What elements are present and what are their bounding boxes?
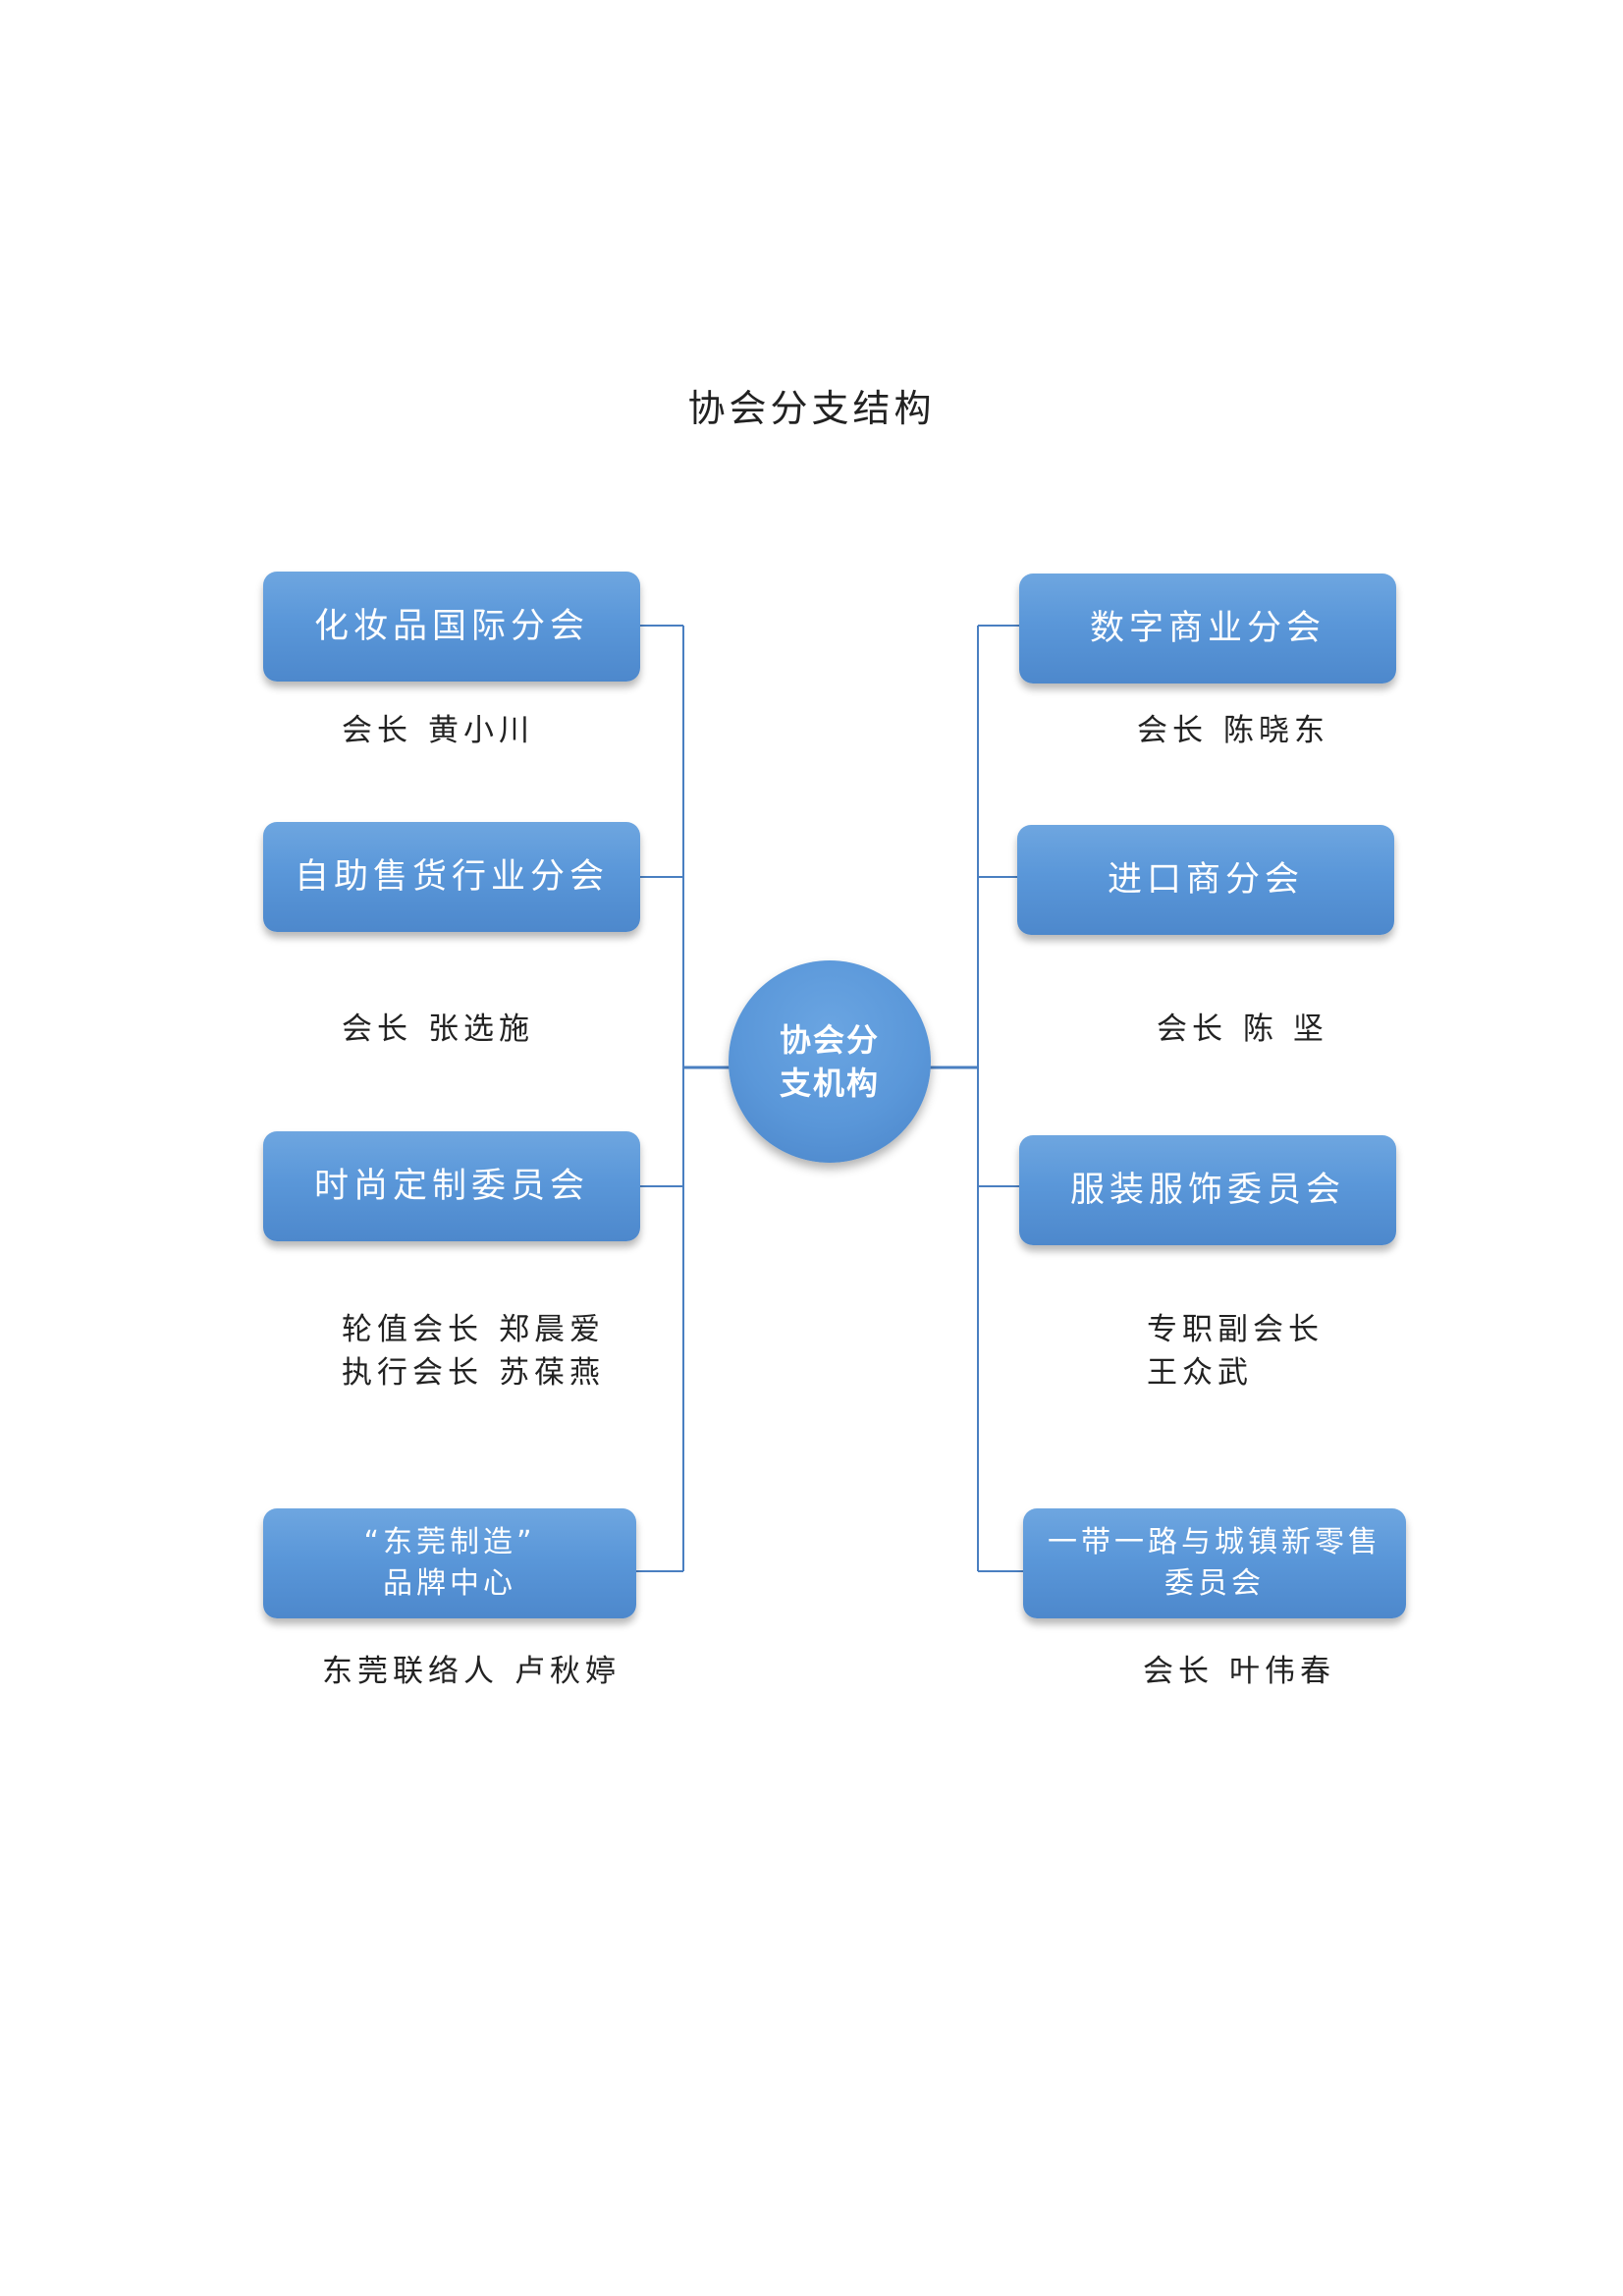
leader-apparel-accessories-person: 王众武	[1147, 1351, 1253, 1394]
branch-label: 进口商分会	[1107, 860, 1304, 900]
branch-apparel-accessories[interactable]: 服装服饰委员会	[1019, 1135, 1396, 1245]
branch-label-line1: “东莞制造”	[363, 1525, 536, 1559]
leader-role: 东莞联络人	[322, 1654, 499, 1689]
leader-fashion-customization-executive: 执行会长苏葆燕	[342, 1351, 605, 1394]
leader-digital-commerce: 会长陈晓东	[1137, 709, 1329, 752]
leader-role: 专职副会长	[1147, 1312, 1324, 1347]
branch-label: 服装服饰委员会	[1069, 1171, 1345, 1210]
leader-person: 黄小川	[428, 713, 534, 748]
leader-person: 陈晓东	[1223, 713, 1329, 748]
leader-role: 会长	[342, 1011, 412, 1047]
branch-digital-commerce[interactable]: 数字商业分会	[1019, 574, 1396, 683]
leader-role: 会长	[1137, 713, 1208, 748]
leader-person: 郑晨爱	[499, 1312, 605, 1347]
center-node-branch-organizations[interactable]: 协会分 支机构	[729, 960, 931, 1163]
leader-belt-road-new-retail: 会长叶伟春	[1143, 1650, 1335, 1693]
leader-cosmetics-international: 会长黄小川	[342, 709, 534, 752]
leader-person: 陈 坚	[1243, 1011, 1328, 1047]
branch-belt-road-new-retail[interactable]: 一带一路与城镇新零售 委员会	[1023, 1508, 1406, 1618]
branch-label: 自助售货行业分会	[294, 857, 609, 897]
leader-person: 叶伟春	[1229, 1654, 1335, 1689]
branch-importers[interactable]: 进口商分会	[1017, 825, 1394, 935]
leader-role: 会长	[1157, 1011, 1227, 1047]
leader-role: 轮值会长	[342, 1312, 483, 1347]
leader-fashion-customization-rotating: 轮值会长郑晨爱	[342, 1308, 605, 1351]
center-node-label-line2: 支机构	[779, 1065, 880, 1102]
branch-label: 数字商业分会	[1089, 609, 1325, 648]
branch-fashion-customization[interactable]: 时尚定制委员会	[263, 1131, 640, 1241]
leader-person: 张选施	[428, 1011, 534, 1047]
leader-dongguan-brand-center: 东莞联络人卢秋婷	[322, 1650, 621, 1693]
page-title: 协会分支结构	[687, 387, 936, 430]
center-node-label-line1: 协会分	[779, 1021, 880, 1059]
branch-cosmetics-international[interactable]: 化妆品国际分会	[263, 572, 640, 682]
branch-label-line2: 品牌中心	[383, 1566, 516, 1601]
leader-importers: 会长陈 坚	[1157, 1008, 1328, 1051]
branch-label: 化妆品国际分会	[313, 607, 589, 646]
leader-person: 苏葆燕	[499, 1355, 605, 1391]
branch-label-line2: 委员会	[1164, 1566, 1265, 1601]
leader-person: 王众武	[1147, 1355, 1253, 1391]
leader-role: 会长	[1143, 1654, 1214, 1689]
leader-role: 会长	[342, 713, 412, 748]
branch-label: 时尚定制委员会	[313, 1167, 589, 1206]
leader-role: 执行会长	[342, 1355, 483, 1391]
branch-vending-industry[interactable]: 自助售货行业分会	[263, 822, 640, 932]
leader-person: 卢秋婷	[514, 1654, 621, 1689]
branch-label-line1: 一带一路与城镇新零售	[1048, 1525, 1381, 1559]
branch-dongguan-brand-center[interactable]: “东莞制造” 品牌中心	[263, 1508, 636, 1618]
leader-apparel-accessories-role: 专职副会长	[1147, 1308, 1324, 1351]
leader-vending-industry: 会长张选施	[342, 1008, 534, 1051]
